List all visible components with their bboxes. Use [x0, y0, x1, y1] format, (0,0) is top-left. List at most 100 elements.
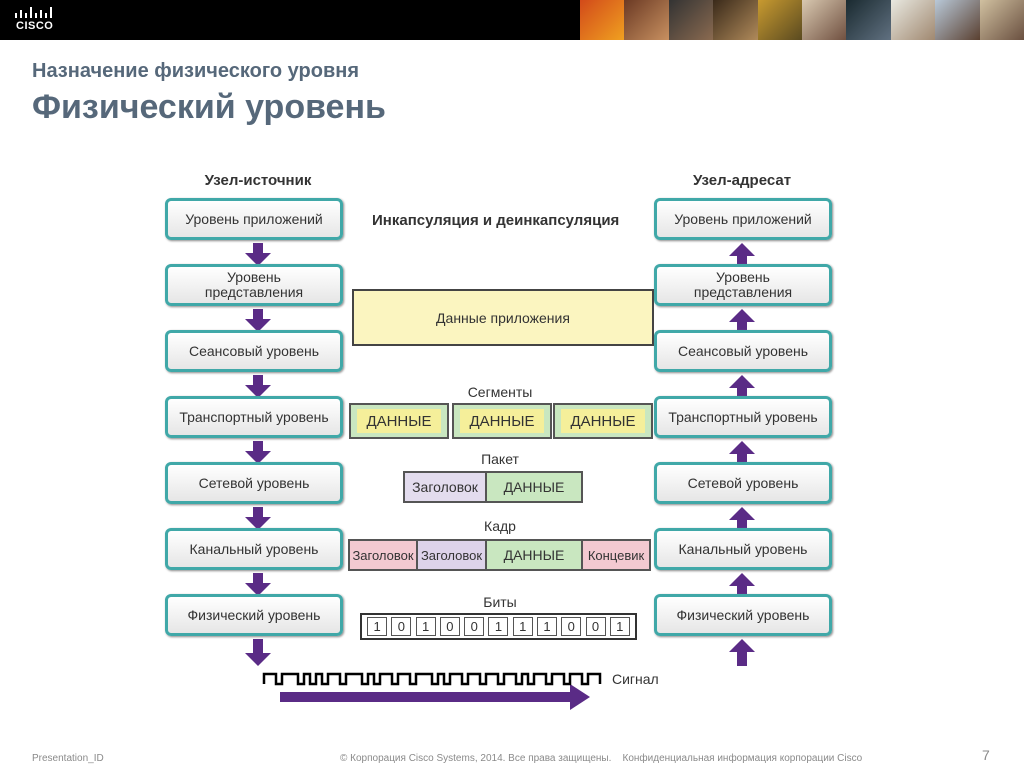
photo-tile — [935, 0, 980, 40]
down-arrow — [245, 441, 271, 464]
bit: 1 — [488, 617, 509, 636]
photo-tile — [846, 0, 891, 40]
photo-strip — [580, 0, 1024, 40]
photo-tile — [979, 0, 1024, 40]
top-banner: CISCO — [0, 0, 1024, 40]
bit: 0 — [439, 617, 460, 636]
bit: 0 — [561, 617, 582, 636]
down-arrow — [245, 309, 271, 332]
photo-tile — [713, 0, 758, 40]
layer-label: Сетевой уровень — [687, 474, 799, 491]
photo-tile — [624, 0, 669, 40]
layer-label: Сеансовый уровень — [188, 342, 320, 359]
application-data-label: Данные приложения — [436, 309, 570, 326]
segment-data: ДАННЫЕ — [357, 409, 441, 433]
source-layer-transport: Транспортный уровень — [165, 396, 343, 438]
frame-trailer: Концевик — [581, 539, 651, 571]
dest-node-title: Узел-адресат — [692, 172, 792, 189]
signal-arrow — [280, 684, 590, 710]
bit: 0 — [464, 617, 485, 636]
bits-label: Биты — [483, 594, 517, 610]
bit: 1 — [609, 617, 630, 636]
packet-header: Заголовок — [403, 471, 487, 503]
up-arrow — [729, 309, 755, 332]
layer-label: Транспортный уровень — [179, 408, 329, 425]
packet-data: ДАННЫЕ — [485, 471, 583, 503]
dest-layer-datalink: Канальный уровень — [654, 528, 832, 570]
up-arrow — [729, 573, 755, 596]
up-arrow — [729, 507, 755, 530]
cisco-logo: CISCO — [14, 7, 74, 35]
bit: 1 — [415, 617, 436, 636]
segment: ДАННЫЕ — [452, 403, 552, 439]
down-arrow — [245, 243, 271, 266]
up-arrow — [729, 441, 755, 464]
photo-tile — [890, 0, 936, 40]
up-arrow — [729, 639, 755, 666]
down-arrow — [245, 639, 271, 666]
photo-tile — [757, 0, 803, 40]
source-layer-network: Сетевой уровень — [165, 462, 343, 504]
source-layer-physical: Физический уровень — [165, 594, 343, 636]
signal-waveform — [262, 672, 602, 686]
frame-header-datalink: Заголовок — [348, 539, 418, 571]
layer-label: Сеансовый уровень — [677, 342, 809, 359]
bit: 1 — [536, 617, 557, 636]
layer-label: Физический уровень — [676, 606, 810, 623]
source-node-title: Узел-источник — [204, 172, 312, 189]
segment: ДАННЫЕ — [349, 403, 449, 439]
layer-label: Канальный уровень — [189, 540, 319, 557]
dest-layer-physical: Физический уровень — [654, 594, 832, 636]
dest-layer-transport: Транспортный уровень — [654, 396, 832, 438]
frame-header-network: Заголовок — [416, 539, 487, 571]
up-arrow — [729, 375, 755, 398]
cisco-bars-icon — [15, 7, 52, 18]
photo-tile — [802, 0, 847, 40]
dest-layer-network: Сетевой уровень — [654, 462, 832, 504]
presentation-id: Presentation_ID — [32, 753, 104, 764]
photo-tile — [580, 0, 625, 40]
signal-label: Сигнал — [612, 671, 659, 687]
dest-layer-application: Уровень приложений — [654, 198, 832, 240]
bit: 0 — [391, 617, 412, 636]
cisco-wordmark: CISCO — [16, 20, 54, 32]
page-number: 7 — [982, 747, 990, 763]
frame-label: Кадр — [484, 518, 516, 534]
source-layer-datalink: Канальный уровень — [165, 528, 343, 570]
bit: 1 — [512, 617, 533, 636]
slide-subtitle: Назначение физического уровня — [32, 60, 360, 82]
segment-data: ДАННЫЕ — [561, 409, 645, 433]
layer-label: Транспортный уровень — [668, 408, 818, 425]
bits-row: 1 0 1 0 0 1 1 1 0 0 1 — [360, 613, 637, 640]
frame-data: ДАННЫЕ — [485, 539, 583, 571]
layer-label: Канальный уровень — [678, 540, 808, 557]
segments-label: Сегменты — [467, 384, 533, 400]
down-arrow — [245, 507, 271, 530]
layer-label: Сетевой уровень — [198, 474, 310, 491]
segment-data: ДАННЫЕ — [460, 409, 544, 433]
layer-label-line: Уровень — [227, 269, 281, 285]
application-data-box: Данные приложения — [352, 289, 654, 346]
source-layer-application: Уровень приложений — [165, 198, 343, 240]
bit: 0 — [585, 617, 606, 636]
source-layer-session: Сеансовый уровень — [165, 330, 343, 372]
layer-label-line: представления — [204, 284, 304, 300]
segment: ДАННЫЕ — [553, 403, 653, 439]
slide-title: Физический уровень — [32, 88, 386, 126]
photo-tile — [668, 0, 714, 40]
encapsulation-title: Инкапсуляция и деинкапсуляция — [372, 212, 620, 229]
copyright-notice: © Корпорация Cisco Systems, 2014. Все пр… — [340, 753, 863, 764]
layer-label: Уровень приложений — [185, 210, 323, 227]
layer-label-line: Уровень — [716, 269, 770, 285]
layer-label: Уровень приложений — [674, 210, 812, 227]
up-arrow — [729, 243, 755, 266]
bit: 1 — [367, 617, 388, 636]
down-arrow — [245, 375, 271, 398]
layer-label-line: представления — [693, 284, 793, 300]
dest-layer-session: Сеансовый уровень — [654, 330, 832, 372]
